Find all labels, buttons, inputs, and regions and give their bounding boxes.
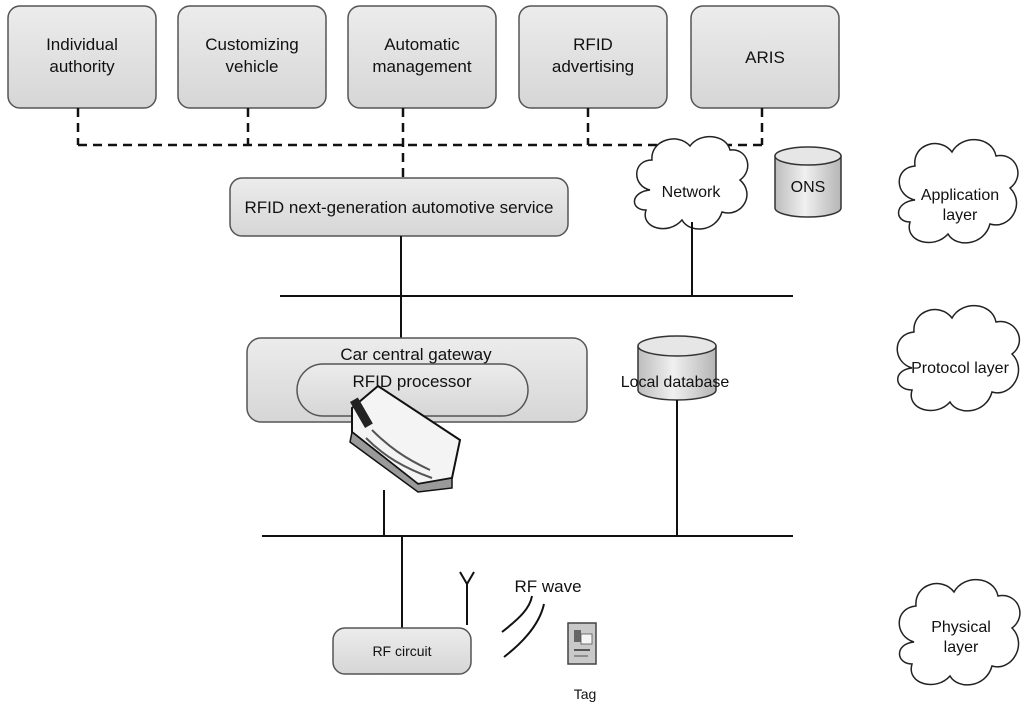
svg-text:RFID: RFID	[573, 35, 613, 54]
local-database-icon: Local database	[621, 335, 730, 401]
svg-text:Physical: Physical	[931, 619, 991, 636]
svg-text:Application: Application	[921, 187, 999, 204]
svg-text:Customizing: Customizing	[205, 35, 299, 54]
tag-icon	[567, 622, 597, 665]
svg-text:Car central gateway: Car central gateway	[340, 345, 492, 364]
car-central-gateway: Car central gateway RFID processor	[246, 337, 588, 423]
protocol-bus	[262, 400, 793, 628]
top-box-individual-authority: Individual authority	[7, 5, 157, 109]
svg-text:Automatic: Automatic	[384, 35, 460, 54]
application-layer-cloud: Application layer	[897, 138, 1019, 244]
rf-wave-label: RF wave	[514, 577, 581, 596]
top-box-automatic-management: Automatic management	[347, 5, 497, 109]
network-cloud: Network	[633, 136, 749, 230]
svg-text:ARIS: ARIS	[745, 48, 785, 67]
antenna-icon	[459, 571, 475, 625]
dashed-connectors	[76, 108, 764, 178]
svg-text:Individual: Individual	[46, 35, 118, 54]
svg-text:layer: layer	[944, 639, 979, 656]
service-box: RFID next-generation automotive service	[229, 177, 569, 237]
svg-text:Local database: Local database	[621, 374, 730, 391]
top-box-aris: ARIS	[690, 5, 840, 109]
svg-text:Protocol layer: Protocol layer	[911, 360, 1009, 377]
rf-wave-icon	[501, 595, 545, 658]
protocol-layer-cloud: Protocol layer	[896, 304, 1021, 412]
svg-text:RF circuit: RF circuit	[372, 643, 431, 659]
svg-text:RFID next-generation automotiv: RFID next-generation automotive service	[245, 198, 554, 217]
top-box-rfid-advertising: RFID advertising	[518, 5, 668, 109]
ons-database-icon: ONS	[774, 146, 842, 218]
svg-text:layer: layer	[943, 207, 978, 224]
svg-text:ONS: ONS	[791, 179, 826, 196]
svg-text:advertising: advertising	[552, 57, 634, 76]
svg-text:authority: authority	[49, 57, 115, 76]
svg-text:management: management	[372, 57, 472, 76]
router-device-icon	[349, 384, 462, 493]
tag-label: Tag	[574, 686, 597, 702]
svg-text:Network: Network	[662, 184, 722, 201]
svg-text:RFID processor: RFID processor	[352, 372, 471, 391]
top-box-customizing-vehicle: Customizing vehicle	[177, 5, 327, 109]
application-bus	[280, 222, 793, 338]
physical-layer-cloud: Physical layer	[898, 578, 1021, 686]
svg-text:vehicle: vehicle	[226, 57, 279, 76]
rf-circuit-box: RF circuit	[332, 627, 472, 675]
